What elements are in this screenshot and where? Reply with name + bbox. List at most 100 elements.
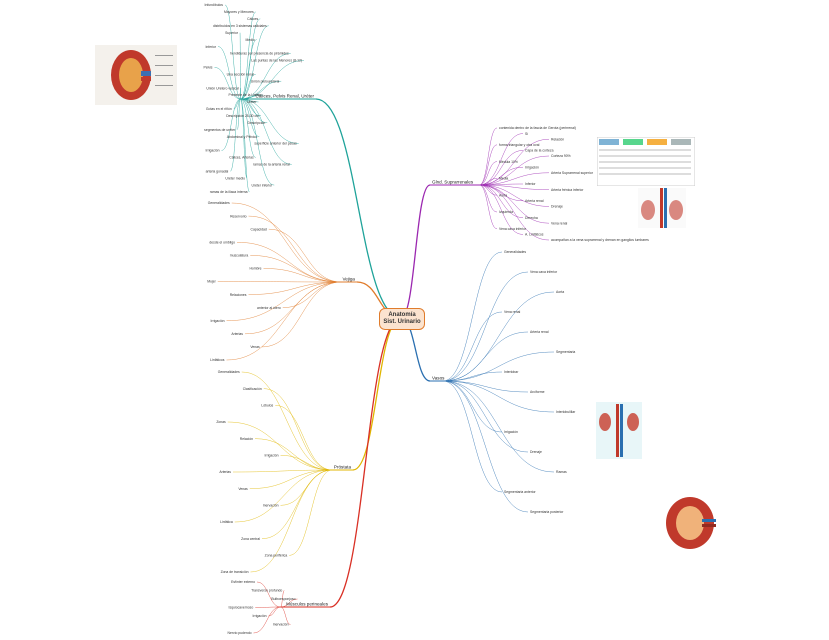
leaf-node[interactable]: Presente de la Uréter [229,93,262,97]
leaf-node[interactable]: Drenaje [530,450,542,454]
leaf-node[interactable]: Venas [250,345,260,349]
leaf-node[interactable]: Descripción 25-30 cm [226,114,259,118]
leaf-node[interactable]: forma triangular y otra oval [499,143,540,147]
leaf-node[interactable]: contenida dentro de la fascia de Gerota … [499,126,576,130]
leaf-node[interactable]: superficie anterior del psoas [254,142,297,146]
leaf-node[interactable]: Una sección renal [227,72,254,76]
leaf-node[interactable]: Sí [525,132,528,136]
leaf-node[interactable]: Unión pieloureteral [251,79,280,83]
leaf-node[interactable]: Capacidad [251,227,267,231]
leaf-node[interactable]: Las puntas de las Menores (8-12) [251,59,302,63]
leaf-node[interactable]: Pelvis [203,66,212,70]
leaf-node[interactable]: Clasificación [243,387,262,391]
leaf-node[interactable]: Esfínter externo [231,580,255,584]
branch-label-prostate[interactable]: Próstata [334,465,352,470]
branch-label-muscles[interactable]: Músculos perineales [286,602,329,607]
leaf-node[interactable]: arteria gonadal [206,169,229,173]
leaf-node[interactable]: ramas de la arteria renal [253,162,290,166]
branch-label-kidney[interactable]: Cálices, Pelvis Renal, Uréter [256,94,315,99]
leaf-node[interactable]: Arterias [231,332,243,336]
leaf-node[interactable]: Media [499,177,508,181]
leaf-node[interactable]: Ramas [556,470,567,474]
leaf-node[interactable]: Médula 10% [499,160,518,164]
leaf-node[interactable]: Irrigación [504,430,518,434]
leaf-node[interactable]: Reservorio [230,214,247,218]
leaf-node[interactable]: Arteria renal [525,199,544,203]
leaf-node[interactable]: Unión Uretero vesical [206,86,239,90]
leaf-node[interactable]: Segmentaria [556,350,575,354]
leaf-node[interactable]: Linfática [220,520,233,524]
leaf-node[interactable]: Uréter [247,100,257,104]
leaf-node[interactable]: Segmentaria anterior [504,490,537,494]
leaf-node[interactable]: Transverso profundo [251,589,282,593]
leaf-node[interactable]: Zona periférica [265,554,288,558]
leaf-node[interactable]: Derecha [525,216,538,220]
leaf-node[interactable]: desde el ombligo [209,240,235,244]
leaf-node[interactable]: Relación [240,437,253,441]
leaf-node[interactable]: Irrigación [211,319,225,323]
leaf-node[interactable]: acompañan a la vena suprarrenal y drenan… [551,238,649,242]
leaf-node[interactable]: Mujer [207,280,216,284]
leaf-node[interactable]: Generalidades [218,370,240,374]
branch-label-blood[interactable]: Vasos [432,376,445,381]
leaf-node[interactable]: Isquiocavernoso [229,606,254,610]
leaf-node[interactable]: Relación [551,137,564,141]
leaf-node[interactable]: Cálices, Arterias [229,156,254,160]
leaf-node[interactable]: Abdominal y Pélvico [227,135,258,139]
leaf-node[interactable]: Irrigación [206,149,220,153]
branch-label-adrenal[interactable]: Glnd. Suprarrenales [432,180,474,185]
leaf-node[interactable]: Irrigación [253,614,267,618]
leaf-node[interactable]: Inervación [263,504,279,508]
leaf-node[interactable]: Arterias [219,470,231,474]
leaf-node[interactable]: Superior [225,31,239,35]
leaf-node[interactable]: Gotas en el riñón [206,107,232,111]
leaf-node[interactable]: Linfáticos [210,358,225,362]
leaf-node[interactable]: Vena cava inferior [499,227,527,231]
leaf-node[interactable]: Arciforme [530,390,545,394]
leaf-node[interactable]: Vena cava inferior [530,270,558,274]
leaf-node[interactable]: Inferior [205,45,216,49]
leaf-node[interactable]: Generalidades [504,250,526,254]
leaf-node[interactable]: Capa de la corteza [525,149,554,153]
leaf-node[interactable]: segmentos de uréter [204,128,236,132]
leaf-node[interactable]: Segmentaria posterior [530,510,564,514]
leaf-node[interactable]: Aorta [556,290,564,294]
leaf-node[interactable]: Inervación [273,623,289,627]
leaf-node[interactable]: Vena renal [551,221,567,225]
leaf-node[interactable]: Cálices [247,17,258,21]
leaf-node[interactable]: anterior al útero [257,306,281,310]
leaf-node[interactable]: Relaciones [230,293,247,297]
leaf-node[interactable]: Zona central [241,537,260,541]
leaf-node[interactable]: Nervio pudendo [228,631,252,635]
leaf-node[interactable]: Venas [238,487,248,491]
leaf-node[interactable]: Descripción [248,121,266,125]
leaf-node[interactable]: Arteria frénica inferior [551,188,584,192]
leaf-node[interactable]: musculatura [230,254,249,258]
leaf-node[interactable]: A. Linfáticos [525,233,544,237]
central-topic[interactable]: Anatomía Sist. Urinario [379,308,425,330]
leaf-node[interactable]: Bulboesponjoso [271,597,295,601]
leaf-node[interactable]: Zona de transición [221,570,249,574]
leaf-node[interactable]: Uréter inferior [252,183,274,187]
leaf-node[interactable]: Interlobulillar [556,410,576,414]
leaf-node[interactable]: Zonas [216,420,226,424]
leaf-node[interactable]: Irrigación [265,454,279,458]
leaf-node[interactable]: ramas de la iliaca interna [210,190,248,194]
leaf-node[interactable]: Generalidades [208,201,230,205]
leaf-node[interactable]: Arteria renal [530,330,549,334]
leaf-node[interactable]: Corteza 90% [551,154,571,158]
leaf-node[interactable]: Medio [246,38,255,42]
leaf-node[interactable]: distribuidos en 3 sistemas caliciales [213,24,267,28]
leaf-node[interactable]: Hombre [249,267,261,271]
leaf-node[interactable]: Arteria Suprarrenal superior [551,171,594,175]
leaf-node[interactable]: Aorta [499,193,507,197]
leaf-node[interactable]: Lóbulos [261,404,273,408]
leaf-node[interactable]: Vena renal [504,310,520,314]
leaf-node[interactable]: Inferior [525,182,536,186]
leaf-node[interactable]: Uréter medio [225,176,245,180]
leaf-node[interactable]: Drenaje [551,205,563,209]
leaf-node[interactable]: hendiduras por presencia de pirámides [230,52,289,56]
leaf-node[interactable]: Infundíbulos [205,3,224,7]
leaf-node[interactable]: Irrigación [525,165,539,169]
leaf-node[interactable]: Izquierda [499,210,513,214]
